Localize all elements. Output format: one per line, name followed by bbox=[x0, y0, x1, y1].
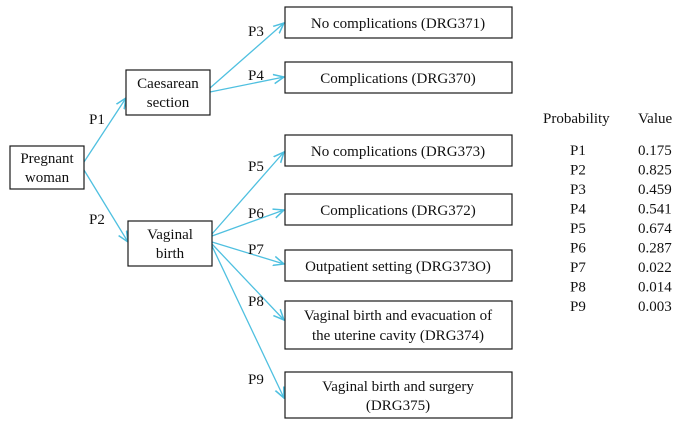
table-cell-value: 0.175 bbox=[638, 143, 672, 159]
table-cell-probability: P5 bbox=[570, 221, 586, 237]
node-caesarean-section: Caesarean section bbox=[125, 69, 211, 116]
table-cell-value: 0.825 bbox=[638, 163, 672, 179]
node-label-line: Outpatient setting (DRG373O) bbox=[305, 259, 491, 275]
table-cell-value: 0.003 bbox=[638, 299, 672, 315]
node-drg374: Vaginal birth and evacuation of the uter… bbox=[284, 300, 513, 350]
node-label-line: Vaginal bbox=[147, 227, 193, 243]
edge-label-p4: P4 bbox=[248, 68, 264, 84]
edge-p7 bbox=[211, 241, 284, 264]
node-label-line: the uterine cavity (DRG374) bbox=[312, 328, 484, 344]
node-label-line: Complications (DRG372) bbox=[320, 203, 475, 219]
edge-label-p1: P1 bbox=[89, 112, 105, 128]
node-drg372: Complications (DRG372) bbox=[284, 193, 513, 226]
node-label-line: Vaginal birth and surgery bbox=[322, 379, 474, 395]
table-cell-probability: P4 bbox=[570, 202, 586, 218]
edge-label-p8: P8 bbox=[248, 294, 264, 310]
node-label-line: Pregnant bbox=[20, 151, 74, 167]
node-drg371: No complications (DRG371) bbox=[284, 6, 513, 39]
edge-label-p2: P2 bbox=[89, 212, 105, 228]
table-cell-probability: P6 bbox=[570, 241, 586, 257]
node-drg375: Vaginal birth and surgery (DRG375) bbox=[284, 371, 513, 419]
edge-p2 bbox=[83, 169, 128, 242]
table-cell-probability: P7 bbox=[570, 260, 586, 276]
node-label-line: Caesarean bbox=[137, 76, 199, 92]
table-cell-probability: P1 bbox=[570, 143, 586, 159]
table-cell-probability: P3 bbox=[570, 182, 586, 198]
table-cell-value: 0.014 bbox=[638, 280, 672, 296]
edge-label-p6: P6 bbox=[248, 206, 264, 222]
table-cell-value: 0.541 bbox=[638, 202, 672, 218]
node-pregnant-woman: Pregnant woman bbox=[9, 145, 85, 190]
table-cell-value: 0.022 bbox=[638, 260, 672, 276]
node-vaginal-birth: Vaginal birth bbox=[127, 220, 213, 267]
edge-label-p9: P9 bbox=[248, 372, 264, 388]
edge-label-p5: P5 bbox=[248, 159, 264, 175]
table-cell-probability: P2 bbox=[570, 163, 586, 179]
edge-p5 bbox=[211, 152, 284, 235]
edge-label-p3: P3 bbox=[248, 24, 264, 40]
edge-p8 bbox=[211, 243, 284, 320]
edge-p3 bbox=[209, 23, 284, 89]
table-header-value: Value bbox=[638, 111, 672, 127]
table-cell-probability: P8 bbox=[570, 280, 586, 296]
node-drg370: Complications (DRG370) bbox=[284, 61, 513, 94]
node-label-line: Vaginal birth and evacuation of bbox=[304, 308, 492, 324]
table-cell-value: 0.674 bbox=[638, 221, 672, 237]
node-label-line: Complications (DRG370) bbox=[320, 71, 475, 87]
node-label-line: (DRG375) bbox=[366, 398, 430, 414]
node-label-line: birth bbox=[156, 246, 185, 262]
node-label-line: No complications (DRG371) bbox=[311, 16, 485, 32]
table-cell-value: 0.459 bbox=[638, 182, 672, 198]
table-header-probability: Probability bbox=[543, 111, 610, 127]
node-label-line: section bbox=[147, 95, 190, 111]
edge-label-p7: P7 bbox=[248, 242, 264, 258]
node-label-line: woman bbox=[25, 170, 70, 186]
edge-p6 bbox=[211, 210, 284, 237]
node-drg373: No complications (DRG373) bbox=[284, 134, 513, 167]
table-cell-probability: P9 bbox=[570, 299, 586, 315]
edge-p9 bbox=[211, 245, 284, 398]
node-drg373o: Outpatient setting (DRG373O) bbox=[284, 249, 513, 282]
edge-p1 bbox=[83, 98, 126, 163]
table-cell-value: 0.287 bbox=[638, 241, 672, 257]
edge-p4 bbox=[209, 77, 284, 93]
node-label-line: No complications (DRG373) bbox=[311, 144, 485, 160]
